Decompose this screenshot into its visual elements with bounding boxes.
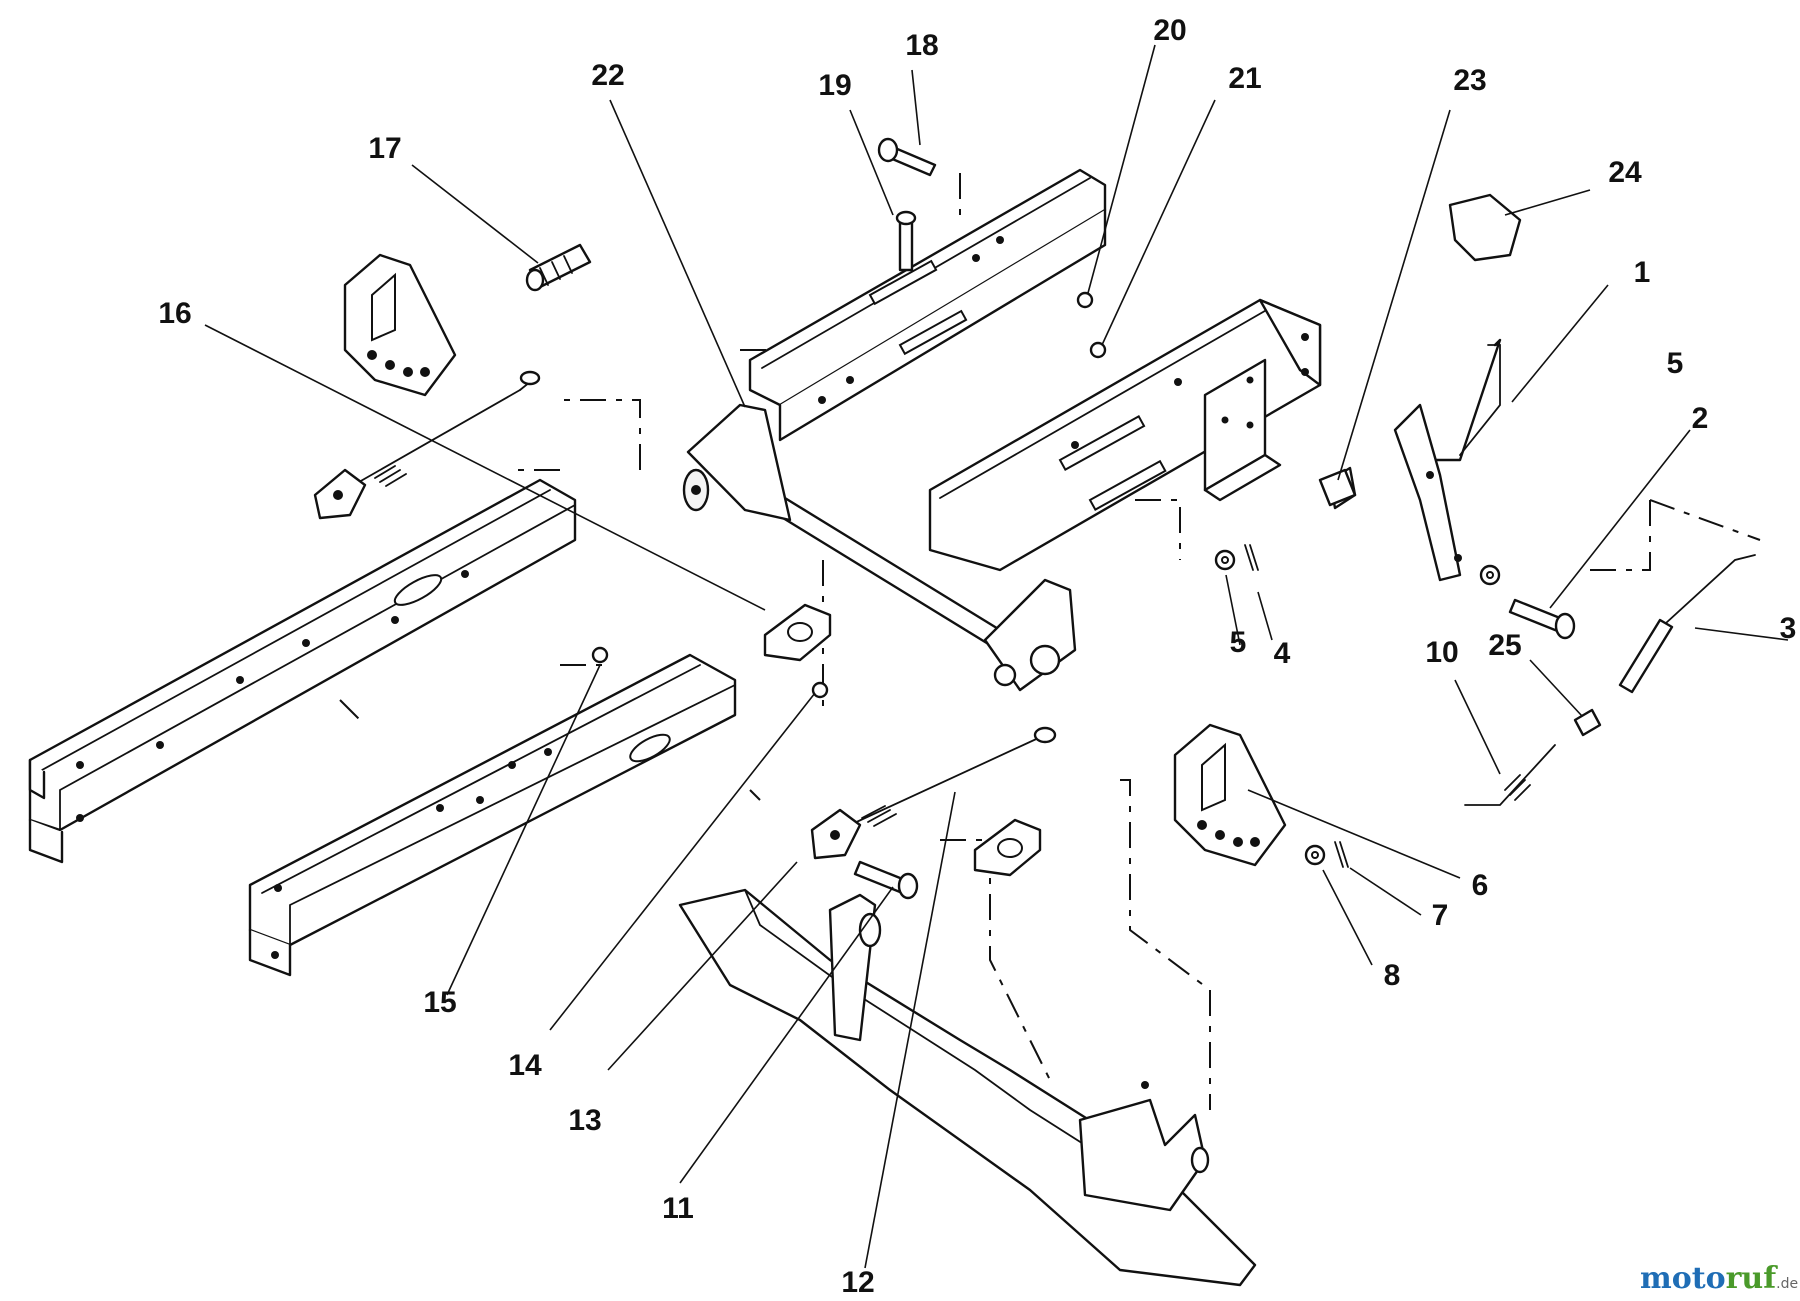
cross-shaft: [682, 403, 1077, 692]
callout-17: 17: [368, 132, 401, 165]
callout-3: 3: [1780, 612, 1797, 645]
callout-5b: 5: [1667, 347, 1684, 380]
lever-bolt: [1508, 598, 1576, 640]
clamp-lower: [973, 818, 1042, 877]
watermark-logo: motoruf.de: [1640, 1261, 1798, 1296]
control-lever: [1393, 338, 1502, 582]
shoulder-bolt-18: [877, 137, 937, 177]
clamp-upper: [763, 603, 832, 662]
rod-3: [1618, 554, 1756, 694]
mower-deck: [678, 888, 1257, 1287]
lever-washer: [1479, 564, 1501, 586]
bolt-11: [853, 860, 919, 900]
callout-23: 23: [1453, 64, 1486, 97]
height-plate-upper: [343, 253, 457, 397]
callout-21: 21: [1228, 62, 1261, 95]
link-rod-lower: [810, 726, 1057, 860]
washer-pin-lower: [1304, 841, 1349, 868]
height-plate-lower: [1173, 723, 1287, 867]
spacer: [1318, 468, 1357, 507]
callout-labels: 1 2 3 4 5 5 6 7 8 10 11 12 13 14 15 16 1…: [158, 14, 1796, 1299]
watermark-part1: moto: [1640, 1261, 1726, 1296]
watermark-suffix: .de: [1776, 1276, 1798, 1292]
nut-25: [1573, 708, 1602, 737]
rod-10: [1464, 744, 1556, 806]
frame-rail-right: [928, 298, 1322, 572]
lever-knob: [1448, 193, 1522, 262]
callout-10: 10: [1425, 636, 1458, 669]
callout-24: 24: [1608, 156, 1642, 189]
callout-1: 1: [1634, 256, 1651, 289]
callout-2: 2: [1692, 402, 1709, 435]
callout-20: 20: [1153, 14, 1186, 47]
callout-19: 19: [818, 69, 851, 102]
frame-rail-upper: [748, 168, 1107, 442]
callout-4: 4: [1274, 637, 1291, 670]
callout-6: 6: [1472, 869, 1489, 902]
callout-25: 25: [1488, 629, 1521, 662]
frame-rail-center: [248, 653, 737, 977]
callout-5a: 5: [1230, 626, 1247, 659]
leader-lines: [204, 44, 1789, 1269]
callout-22: 22: [591, 59, 624, 92]
mounting-bracket: [1203, 358, 1282, 502]
watermark-part2: ruf: [1726, 1261, 1779, 1296]
svg-text:motoruf.de: motoruf.de: [1640, 1261, 1798, 1296]
washer-pin-upper: [1214, 544, 1259, 571]
callout-13: 13: [568, 1104, 601, 1137]
bolt-19: [895, 210, 917, 272]
callout-15: 15: [423, 986, 456, 1019]
callout-8: 8: [1384, 959, 1401, 992]
callout-16: 16: [158, 297, 191, 330]
callout-12: 12: [841, 1266, 874, 1299]
frame-rail-left: [28, 478, 577, 864]
callout-18: 18: [905, 29, 938, 62]
callout-11: 11: [662, 1192, 694, 1225]
callout-14: 14: [508, 1049, 542, 1082]
spring: [525, 243, 592, 292]
callout-7: 7: [1432, 899, 1449, 932]
